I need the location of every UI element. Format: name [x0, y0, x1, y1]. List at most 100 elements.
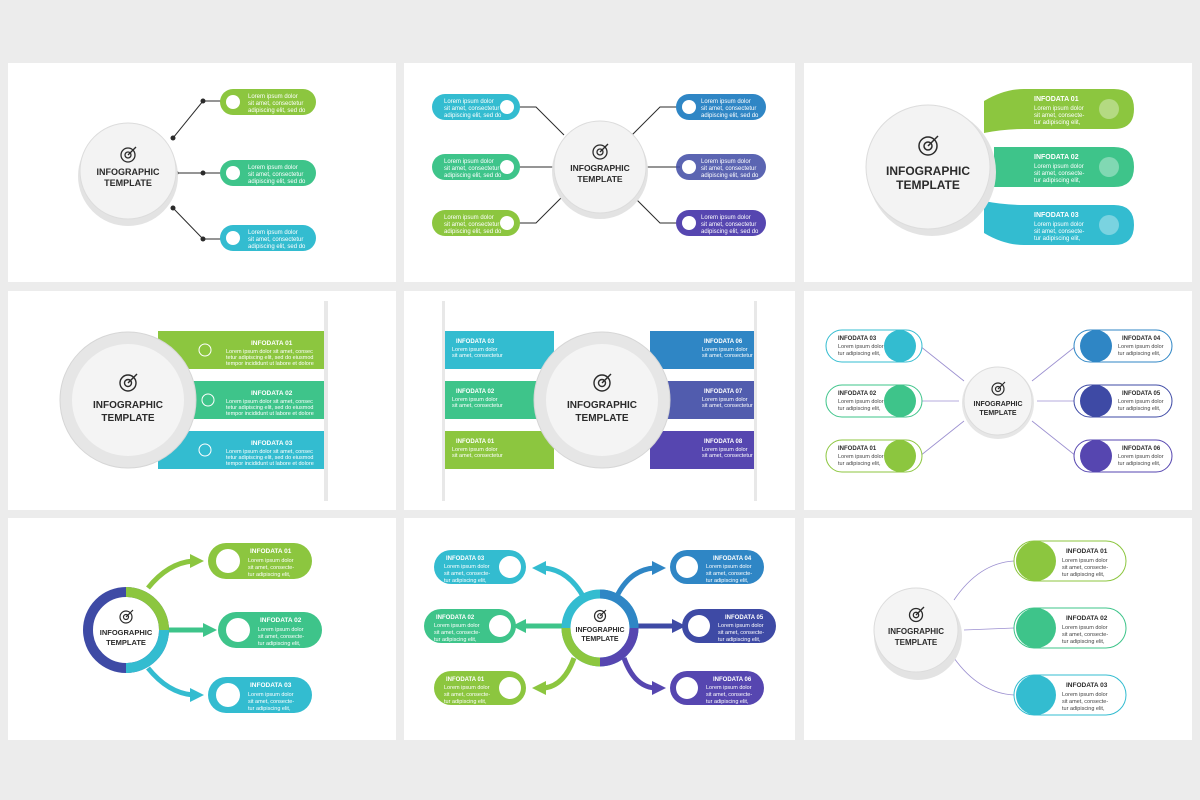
connector — [599, 143, 609, 153]
label-text: Lorem ipsum dolor — [1034, 106, 1084, 112]
label-text: tempor incididunt ut labore et dolore — [226, 361, 314, 367]
label-text: INFODATA 06 — [713, 677, 752, 683]
label-text: Lorem ipsum dolor — [701, 159, 751, 165]
icon-badge — [226, 166, 240, 180]
info-card — [444, 331, 554, 369]
icon-badge — [119, 374, 137, 392]
info-card — [424, 609, 516, 643]
label-text: INFODATA 06 — [1122, 446, 1161, 452]
label-text: sit amet, consecte- — [1062, 565, 1108, 571]
label-text: sit amet, consecte- — [1062, 632, 1108, 638]
connector — [190, 688, 204, 702]
info-card — [432, 210, 520, 236]
icon-badge — [884, 440, 916, 472]
label-text: INFODATA 06 — [704, 339, 743, 345]
label-text: adipiscing elit, sed do — [248, 244, 306, 250]
label-text: Lorem ipsum dolor — [838, 399, 884, 405]
label-text: tempor incididunt ut labore et dolore — [226, 411, 314, 417]
connector — [927, 135, 939, 147]
label-text: sit amet, consectetur — [248, 101, 303, 107]
label-text: tetur adipiscing elit, sed do eiusmod — [226, 455, 313, 461]
label-text: Lorem ipsum dolor — [452, 397, 498, 403]
target-icon — [991, 381, 1006, 396]
label-text: sit amet, consectetur — [701, 222, 756, 228]
panel-3: INFOGRAPHIC TEMPLATE INFODATA 01 Lorem i… — [804, 63, 1192, 282]
label-text: INFODATA 01 — [1066, 548, 1108, 555]
info-card — [220, 225, 316, 251]
target-icon — [908, 606, 925, 623]
center-circle — [79, 122, 177, 220]
label-text: Lorem ipsum dolor sit amet, consec — [226, 349, 313, 355]
label-text: adipiscing elit, sed do — [444, 113, 502, 119]
connector — [984, 201, 1134, 245]
label-text: INFOGRAPHIC — [570, 163, 630, 173]
label-text: tur adipiscing elit, — [258, 641, 301, 647]
icon-badge — [198, 343, 212, 357]
label-text: INFODATA 03 — [838, 336, 877, 342]
icon-badge — [994, 385, 1002, 393]
icon-badge — [963, 366, 1033, 436]
icon-badge — [489, 615, 511, 637]
label-text: Lorem ipsum dolor — [248, 558, 294, 564]
label-text: INFODATA 02 — [260, 617, 302, 624]
connector — [652, 681, 666, 695]
label-text: sit amet, consectetur — [701, 166, 756, 172]
label-text: TEMPLATE — [896, 178, 960, 192]
label-text: Lorem ipsum dolor sit amet, consec — [226, 399, 313, 405]
icon-badge — [122, 613, 130, 621]
connector — [190, 554, 204, 568]
connector — [516, 106, 680, 224]
label-text: tur adipiscing elit, — [248, 572, 291, 578]
connector — [561, 627, 601, 667]
target-icon — [593, 373, 612, 392]
connector — [919, 345, 1077, 457]
label-text: tur adipiscing elit, — [248, 706, 291, 712]
label-text: Lorem ipsum dolor — [701, 215, 751, 221]
label-text: TEMPLATE — [979, 410, 1017, 417]
label-text: tempor incididunt ut labore et dolore — [226, 461, 314, 467]
icon-badge — [499, 677, 521, 699]
icon-badge — [1016, 541, 1056, 581]
label-text: Lorem ipsum dolor — [702, 347, 748, 353]
info-card — [434, 550, 526, 584]
label-text: Lorem ipsum dolor — [1062, 692, 1108, 698]
label-text: adipiscing elit, sed do — [701, 173, 759, 179]
icon-badge — [500, 100, 514, 114]
connector — [621, 657, 655, 691]
icon-badge — [597, 613, 603, 619]
label-text: Lorem ipsum dolor — [701, 99, 751, 105]
label-text: adipiscing elit, sed do — [444, 173, 502, 179]
icon-badge — [226, 95, 240, 109]
info-card — [676, 154, 766, 180]
label-text: INFODATA 02 — [1034, 154, 1079, 161]
label-text: INFOGRAPHIC — [100, 628, 153, 637]
label-text: INFOGRAPHIC — [888, 627, 944, 636]
icon-badge — [991, 382, 1005, 396]
label-text: tur adipiscing elit, — [1062, 639, 1105, 645]
label-text: INFODATA 03 — [446, 556, 485, 562]
label-text: tur adipiscing elit, — [1034, 236, 1081, 242]
connector — [919, 420, 965, 457]
label-text: INFODATA 05 — [725, 615, 764, 621]
connector — [125, 587, 169, 631]
connector — [203, 623, 217, 637]
label-text: Lorem ipsum dolor — [434, 623, 480, 629]
label-text: Lorem ipsum dolor — [1118, 454, 1164, 460]
connector — [543, 565, 587, 600]
info-card — [754, 301, 757, 501]
label-text: INFOGRAPHIC — [576, 627, 625, 634]
icon-badge — [124, 151, 132, 159]
icon-badge — [596, 148, 604, 156]
icon-badge — [226, 231, 240, 245]
label-text: INFODATA 01 — [251, 340, 293, 347]
label-text: Lorem ipsum dolor — [702, 397, 748, 403]
label-text: sit amet, consecte- — [706, 571, 752, 577]
label-text: INFODATA 08 — [704, 439, 743, 445]
label-text: tur adipiscing elit, — [1118, 351, 1161, 357]
label-text: Lorem ipsum dolor — [702, 447, 748, 453]
connector — [953, 657, 1015, 696]
